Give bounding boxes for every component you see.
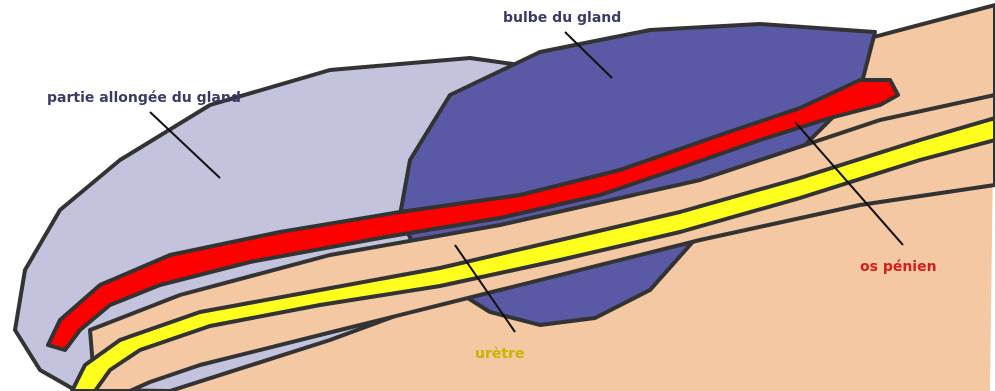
label-uretre: urètre [475,346,524,362]
label-os-penien: os pénien [860,259,937,275]
label-bulbe-du-gland: bulbe du gland [503,10,621,26]
label-partie-allongee-du-gland: partie allongée du gland [47,90,241,106]
